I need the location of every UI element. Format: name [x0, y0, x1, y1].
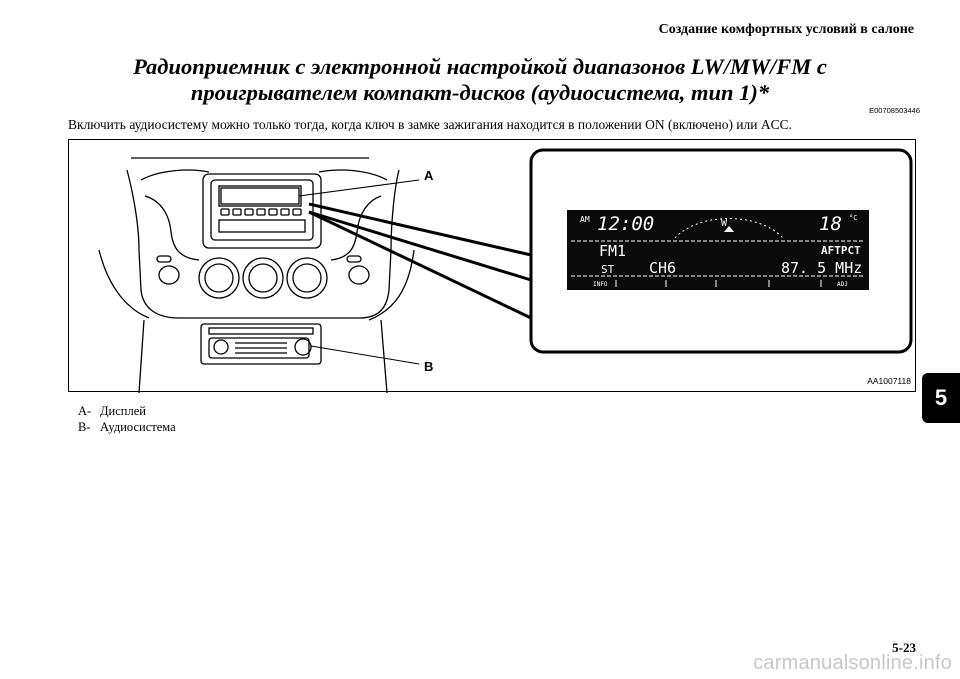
legend-key: B-	[78, 419, 91, 434]
compass-arc-icon	[674, 218, 784, 239]
legend-item: A- Дисплей	[78, 404, 176, 420]
callout-label-a: A	[424, 168, 434, 183]
callout-lines	[298, 179, 532, 365]
figure-legend: A- Дисплей B- Аудиосистема	[78, 404, 176, 435]
legend-key: A-	[78, 404, 92, 418]
lcd-compass: W	[721, 218, 728, 229]
section-header: Создание комфортных условий в салоне	[658, 22, 914, 37]
lcd-stereo: ST	[601, 263, 615, 276]
lcd-am: AM	[580, 215, 590, 224]
figure-code: AA1007118	[867, 376, 911, 386]
lcd-temperature: 18	[819, 213, 842, 235]
lcd-info: INFO	[593, 281, 608, 288]
lcd-frequency: 87. 5 MHz	[781, 259, 862, 277]
lcd-band: FM1	[599, 242, 626, 260]
chapter-tab: 5	[922, 373, 960, 423]
compass-pointer-icon	[724, 226, 734, 232]
legend-text: Дисплей	[100, 404, 146, 418]
document-code: E00708503446	[869, 106, 920, 115]
lcd-flags: AFTPCT	[821, 244, 861, 257]
lcd-adj: ADJ	[837, 281, 848, 288]
lcd-time: 12:00	[597, 213, 654, 235]
intro-paragraph: Включить аудиосистему можно только тогда…	[68, 117, 793, 132]
lcd-channel: CH6	[649, 259, 676, 277]
dashboard-drawing	[98, 157, 415, 393]
legend-item: B- Аудиосистема	[78, 420, 176, 436]
page-number: 5-23	[892, 640, 916, 655]
callout-label-b: B	[424, 359, 433, 374]
legend-text: Аудиосистема	[100, 419, 176, 434]
lcd-display: AM 12:00 W 18 °C FM1 AFTPCT ST CH6 87. 5…	[567, 210, 869, 290]
lcd-temp-unit: °C	[849, 214, 857, 222]
watermark: carmanualsonline.info	[753, 652, 952, 674]
dashboard-illustration: A B AM 12:00 W 18 °C FM1 AFTPCT ST CH6 8…	[98, 148, 913, 393]
page-title: Радиоприемник с электронной настройкой д…	[133, 54, 827, 105]
audio-system-figure: A B AM 12:00 W 18 °C FM1 AFTPCT ST CH6 8…	[68, 139, 916, 393]
